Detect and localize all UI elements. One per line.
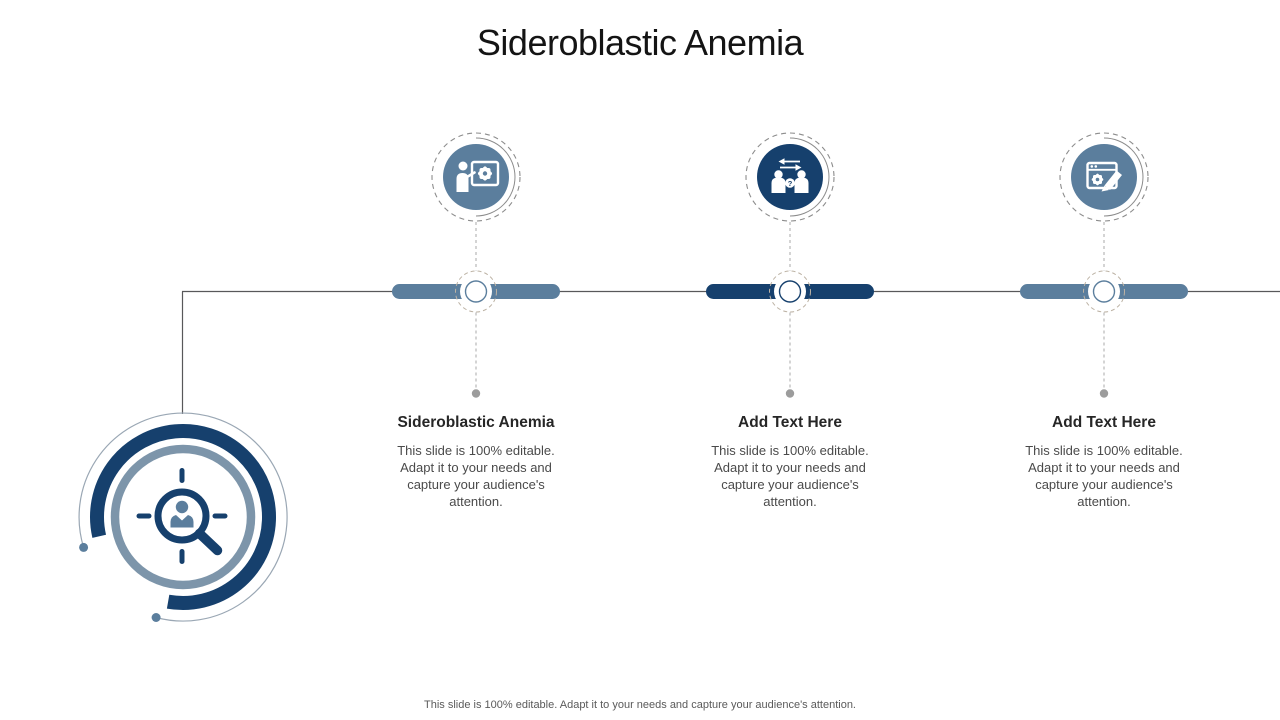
milestone-2-text[interactable]: Add Text Here This slide is 100% editabl…	[702, 414, 878, 510]
question-mark-glyph: ?	[788, 179, 793, 188]
node-ring	[778, 280, 802, 303]
node-ring	[464, 280, 488, 303]
milestone-heading[interactable]: Sideroblastic Anemia	[397, 414, 555, 431]
badge-circle	[1071, 144, 1137, 210]
milestone-3-text[interactable]: Add Text Here This slide is 100% editabl…	[1016, 414, 1192, 510]
milestone-1-text[interactable]: Sideroblastic Anemia This slide is 100% …	[388, 414, 564, 510]
timeline-node-group-3	[1020, 222, 1188, 398]
badge-arc	[1103, 137, 1144, 217]
edit-window-gear-icon	[1086, 161, 1122, 192]
badge-circle	[757, 144, 823, 210]
node-dashed-ring	[455, 270, 497, 313]
node-dashed-ring	[769, 270, 811, 313]
timeline-node-group-2	[706, 222, 874, 398]
connector-end-dot	[785, 389, 795, 398]
timeline-node-group-1	[392, 222, 560, 398]
footer-note: This slide is 100% editable. Adapt it to…	[424, 699, 856, 711]
milestone-heading[interactable]: Add Text Here	[1052, 414, 1156, 431]
badge-dashed-ring	[745, 132, 835, 222]
magnifier-ring	[154, 488, 210, 544]
person-head	[175, 500, 189, 514]
milestone-2-icon-badge: ?	[745, 132, 835, 222]
milestone-body[interactable]: This slide is 100% editable. Adapt it to…	[397, 443, 555, 509]
people-exchange-icon: ?	[771, 158, 809, 193]
badge-dashed-ring	[1059, 132, 1149, 222]
person-search-target-icon	[78, 412, 288, 622]
badge-circle	[443, 144, 509, 210]
badge-arc	[475, 137, 516, 217]
node-dashed-ring	[1083, 270, 1125, 313]
emblem-arc-dot-bottom	[151, 613, 161, 622]
milestone-heading[interactable]: Add Text Here	[738, 414, 842, 431]
badge-dashed-ring	[431, 132, 521, 222]
person-body	[170, 515, 194, 528]
emblem-slate-ring	[110, 444, 256, 590]
milestone-1-icon-badge	[431, 132, 521, 222]
slide-title[interactable]: Sideroblastic Anemia	[476, 22, 804, 63]
emblem-navy-arc	[90, 424, 276, 610]
milestone-3-icon-badge	[1059, 132, 1149, 222]
magnifier-handle	[194, 528, 223, 556]
milestone-body[interactable]: This slide is 100% editable. Adapt it to…	[711, 443, 869, 509]
milestone-body[interactable]: This slide is 100% editable. Adapt it to…	[1025, 443, 1183, 509]
presenter-board-gear-icon	[456, 160, 500, 192]
connector-end-dot	[471, 389, 481, 398]
connector-end-dot	[1099, 389, 1109, 398]
badge-arc	[789, 137, 830, 217]
node-ring	[1092, 280, 1116, 303]
emblem-thin-arc	[78, 412, 288, 622]
emblem-arc-dot-left	[79, 542, 89, 552]
